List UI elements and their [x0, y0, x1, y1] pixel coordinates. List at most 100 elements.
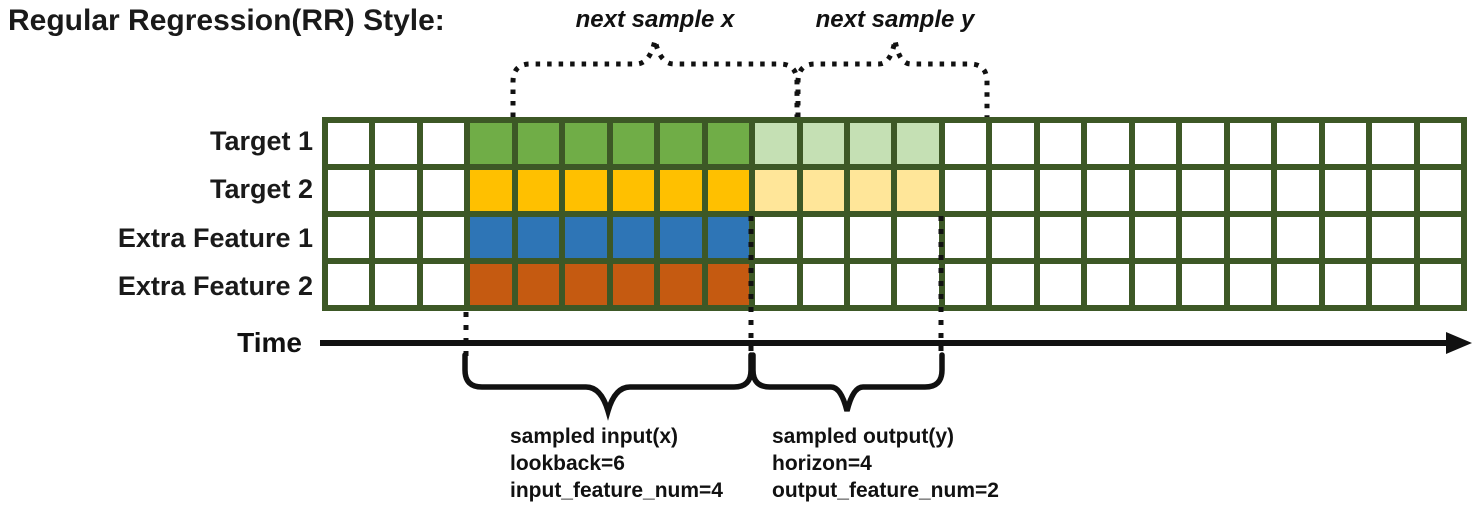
grid-cell — [897, 217, 939, 258]
grid-cell — [992, 123, 1034, 164]
grid-cell — [470, 170, 512, 211]
grid-cell — [755, 264, 797, 305]
sampled-output-brace — [750, 352, 945, 412]
grid-cell — [850, 217, 892, 258]
grid-cell — [944, 264, 987, 305]
grid — [322, 117, 1467, 311]
grid-cell — [897, 123, 939, 164]
grid-cell — [1277, 264, 1319, 305]
next-sample-y-label: next sample y — [815, 6, 975, 33]
grid-cell — [1229, 170, 1272, 211]
grid-cell — [470, 123, 512, 164]
grid-cell — [565, 217, 607, 258]
grid-cell — [660, 217, 702, 258]
grid-cell — [517, 170, 560, 211]
grid-cell — [517, 264, 560, 305]
grid-cell — [1229, 123, 1272, 164]
grid-cell — [1277, 170, 1319, 211]
grid-cell — [1324, 217, 1367, 258]
grid-cell — [660, 170, 702, 211]
sampled-input-title: sampled input(x) — [510, 425, 679, 448]
grid-cell — [992, 170, 1034, 211]
grid-cell — [328, 123, 370, 164]
grid-cell — [375, 264, 417, 305]
grid-cell — [1087, 170, 1129, 211]
grid-cell — [850, 170, 892, 211]
time-axis-label: Time — [237, 327, 302, 358]
grid-cell — [1372, 217, 1414, 258]
grid-cell — [897, 170, 939, 211]
grid-cell — [944, 170, 987, 211]
grid-cell — [707, 170, 750, 211]
grid-cell — [1324, 170, 1367, 211]
grid-cell — [755, 217, 797, 258]
grid-cell — [802, 217, 845, 258]
grid-cell — [944, 123, 987, 164]
grid-cell — [1087, 217, 1129, 258]
grid-cell — [375, 170, 417, 211]
sampled-output-note: sampled output(y) horizon=4 output_featu… — [772, 423, 999, 504]
grid-cell — [850, 123, 892, 164]
grid-cell — [944, 217, 987, 258]
grid-cell — [1419, 264, 1461, 305]
sampled-output-title: sampled output(y) — [772, 425, 954, 448]
grid-cell — [1229, 264, 1272, 305]
grid-cell — [1277, 217, 1319, 258]
grid-cell — [612, 123, 655, 164]
grid-cell — [1134, 170, 1177, 211]
grid-cell — [517, 123, 560, 164]
grid-cell — [1087, 123, 1129, 164]
grid-cell — [1419, 217, 1461, 258]
output-feature-num-value: output_feature_num=2 — [772, 479, 999, 502]
grid-cell — [802, 264, 845, 305]
grid-cell — [1039, 123, 1082, 164]
next-sample-y-brace — [795, 39, 990, 117]
grid-cell — [1182, 170, 1224, 211]
grid-cell — [1277, 123, 1319, 164]
grid-cell — [802, 170, 845, 211]
sampled-input-note: sampled input(x) lookback=6 input_featur… — [510, 423, 723, 504]
grid-cell — [1419, 170, 1461, 211]
grid-cell — [612, 264, 655, 305]
grid-cell — [1134, 217, 1177, 258]
horizon-value: horizon=4 — [772, 452, 872, 475]
grid-cell — [470, 264, 512, 305]
row-labels: Target 1 Target 2 Extra Feature 1 Extra … — [0, 117, 313, 311]
grid-cell — [1087, 264, 1129, 305]
grid-cell — [422, 123, 465, 164]
grid-cell — [1039, 264, 1082, 305]
grid-cell — [1182, 217, 1224, 258]
grid-cell — [1324, 123, 1367, 164]
grid-cell — [1134, 264, 1177, 305]
grid-cell — [375, 217, 417, 258]
grid-cell — [1229, 217, 1272, 258]
grid-cell — [707, 264, 750, 305]
sampled-input-brace — [462, 352, 754, 421]
grid-cell — [660, 123, 702, 164]
row-label-target-1: Target 1 — [209, 125, 313, 156]
grid-cell — [1372, 123, 1414, 164]
next-sample-x-brace — [510, 39, 800, 117]
grid-cell — [612, 217, 655, 258]
grid-cell — [517, 217, 560, 258]
grid-cell — [1372, 170, 1414, 211]
grid-cell — [1324, 264, 1367, 305]
grid-cell — [328, 217, 370, 258]
grid-cell — [850, 264, 892, 305]
grid-cell — [1039, 170, 1082, 211]
grid-cell — [660, 264, 702, 305]
grid-cell — [992, 264, 1034, 305]
grid-cell — [1372, 264, 1414, 305]
grid-cell — [1419, 123, 1461, 164]
grid-cell — [470, 217, 512, 258]
grid-cell — [992, 217, 1034, 258]
grid-cell — [565, 170, 607, 211]
grid-cell — [422, 170, 465, 211]
grid-cell — [328, 170, 370, 211]
input-feature-num-value: input_feature_num=4 — [510, 479, 723, 502]
lookback-value: lookback=6 — [510, 452, 625, 475]
grid-cell — [1182, 123, 1224, 164]
grid-cell — [707, 217, 750, 258]
next-sample-x-label: next sample x — [575, 6, 735, 33]
